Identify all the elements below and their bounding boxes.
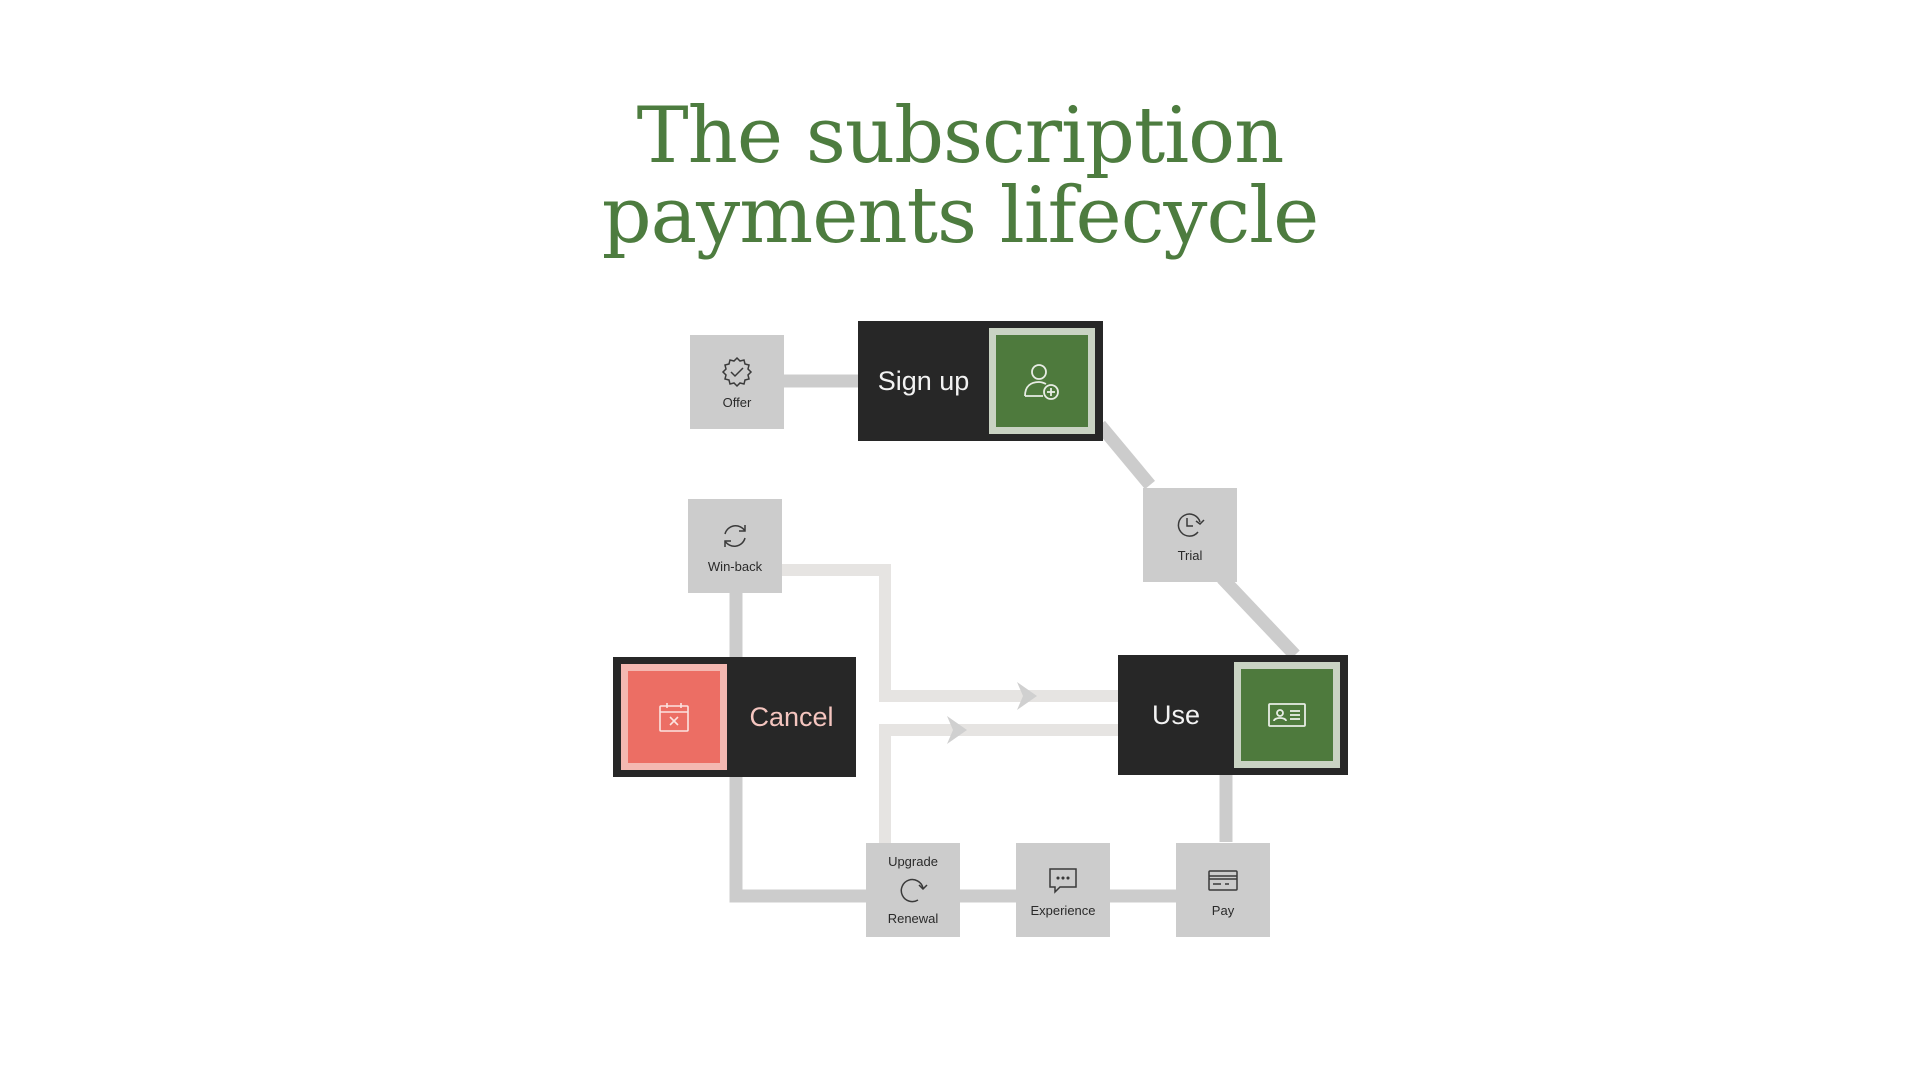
clock-arrow-icon — [1177, 512, 1205, 537]
winback-path-arrow — [1017, 682, 1037, 710]
upgrade-renewal-node: Upgrade Renewal — [866, 843, 960, 937]
id-card-icon — [1268, 703, 1306, 727]
upgrade-to-use-path — [879, 724, 1118, 845]
upgrade-path-arrow — [947, 716, 967, 744]
signup-icon-square — [989, 328, 1095, 434]
title-line-2: payments lifecycle — [601, 171, 1320, 261]
winback-node: Win-back — [688, 499, 782, 593]
chat-bubble-icon — [1049, 867, 1077, 894]
experience-label: Experience — [1030, 902, 1096, 918]
renewal-label: Renewal — [887, 911, 939, 926]
cancel-icon-square — [621, 664, 727, 770]
experience-node: Experience — [1016, 843, 1110, 937]
trial-label: Trial — [1177, 547, 1203, 563]
pay-label: Pay — [1211, 902, 1235, 918]
winback-label: Win-back — [707, 558, 763, 574]
user-add-icon — [1024, 364, 1059, 400]
offer-label: Offer — [722, 394, 752, 410]
signup-label: Sign up — [877, 365, 970, 396]
trial-node: Trial — [1143, 488, 1237, 582]
renewal-arrow-icon — [900, 878, 928, 903]
page-title: The subscription payments lifecycle — [0, 96, 1920, 256]
badge-check-icon — [721, 356, 753, 387]
use-label: Use — [1151, 699, 1200, 730]
winback-to-use-path — [775, 564, 1118, 702]
renewal-cancel-line — [729, 775, 866, 903]
upgrade-label: Upgrade — [888, 854, 938, 869]
title-line-1: The subscription — [636, 91, 1285, 181]
cancel-label: Cancel — [749, 701, 834, 732]
signup-node: Sign up — [858, 321, 1103, 441]
refresh-icon — [724, 524, 746, 547]
credit-card-icon — [1208, 869, 1238, 891]
use-node: Use — [1118, 655, 1348, 775]
cancel-node: Cancel — [613, 657, 856, 777]
calendar-cancel-icon — [659, 703, 689, 732]
use-icon-square — [1234, 662, 1340, 768]
offer-node: Offer — [690, 335, 784, 429]
trial-use-line — [1217, 573, 1300, 660]
pay-node: Pay — [1176, 843, 1270, 937]
signup-trial-line — [1095, 420, 1155, 490]
